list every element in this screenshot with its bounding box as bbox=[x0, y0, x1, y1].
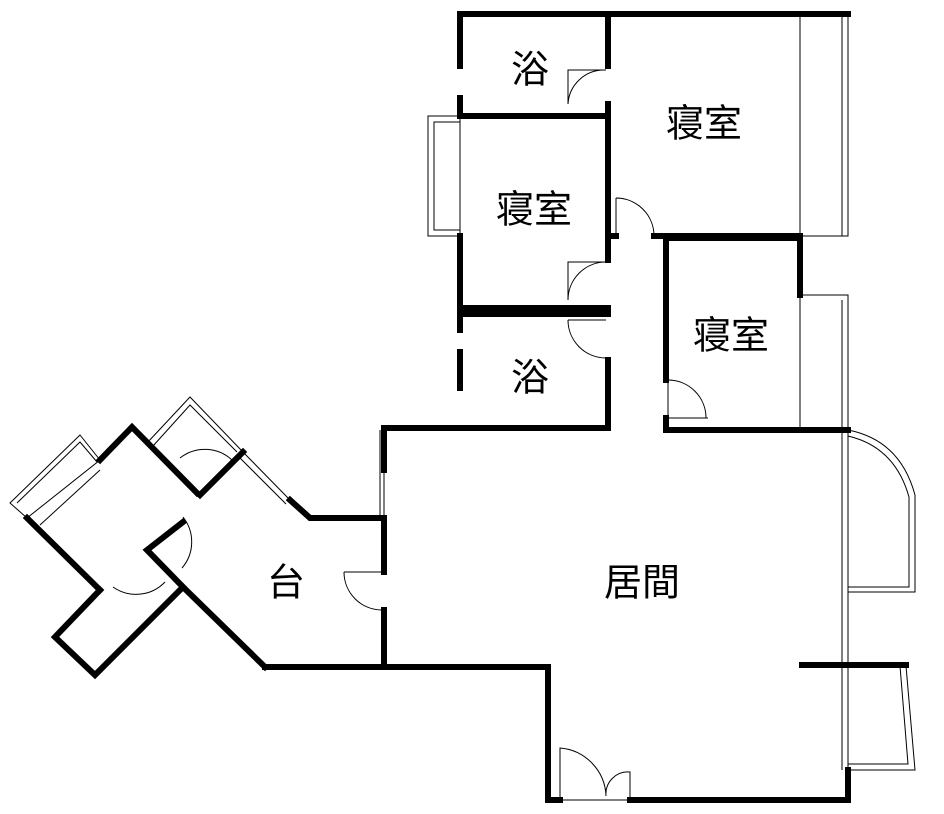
window-left-room bbox=[9, 434, 101, 519]
utility-room bbox=[146, 396, 244, 496]
bay-window bbox=[847, 429, 916, 593]
room-label-bedroom-right: 寝室 bbox=[693, 314, 769, 358]
balcony-lower bbox=[847, 665, 916, 771]
balcony-bedroom-right bbox=[799, 294, 849, 431]
room-label-kitchen: 台 bbox=[267, 561, 305, 605]
room-label-living: 居間 bbox=[604, 561, 680, 605]
doors bbox=[112, 69, 708, 801]
window-bedroom-left bbox=[427, 115, 461, 237]
windows bbox=[9, 13, 916, 771]
closet-bedroom-upper-right bbox=[799, 13, 849, 237]
room-label-bath-upper: 浴 bbox=[511, 48, 549, 92]
room-label-bedroom-upper-right: 寝室 bbox=[666, 102, 742, 146]
room-label-bedroom-upper-left: 寝室 bbox=[496, 188, 572, 232]
room-label-bath-lower: 浴 bbox=[511, 356, 549, 400]
walls bbox=[22, 11, 909, 803]
